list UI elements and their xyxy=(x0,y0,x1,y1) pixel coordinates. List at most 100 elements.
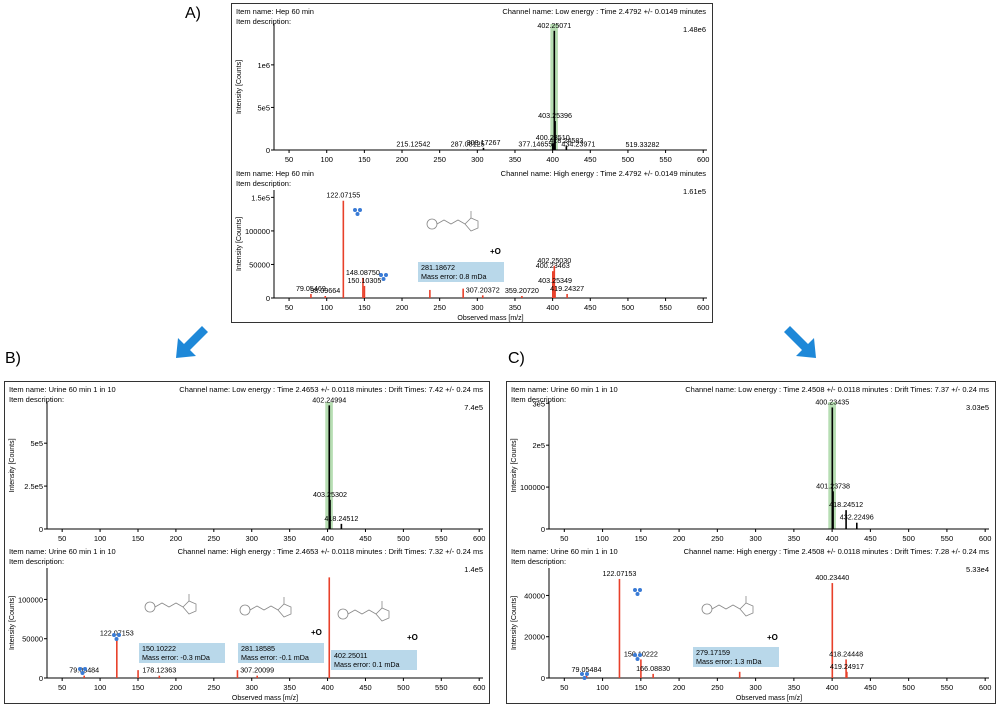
y-axis-label: Intensity [Counts] xyxy=(9,596,16,650)
y-tick-label: 1e6 xyxy=(257,61,270,70)
peak-label: 418.24512 xyxy=(829,500,863,509)
chain xyxy=(154,602,184,608)
y-axis-label: Intensity [Counts] xyxy=(511,596,518,650)
peak-label: 401.23738 xyxy=(816,481,850,490)
molecule-structure-icon xyxy=(337,601,390,622)
fragment-dot xyxy=(114,637,119,641)
peak-label: 307.20099 xyxy=(240,666,274,675)
item-name: Item name: Urine 60 min 1 in 10 xyxy=(511,547,618,556)
y-tick-label: 1.5e5 xyxy=(251,193,270,202)
x-tick-label: 500 xyxy=(397,683,410,692)
x-tick-label: 600 xyxy=(979,683,992,692)
molecule-structure-icon xyxy=(426,211,479,232)
x-tick-label: 100 xyxy=(320,155,333,164)
x-tick-label: 300 xyxy=(749,683,762,692)
x-tick-label: 500 xyxy=(622,303,635,312)
y-axis-label: Intensity [Counts] xyxy=(9,438,16,492)
fragment-dot xyxy=(384,273,388,277)
fragment-structure-icon xyxy=(633,653,642,661)
x-tick-label: 350 xyxy=(283,683,296,692)
x-tick-label: 500 xyxy=(902,534,915,543)
item-name: Item name: Urine 60 min 1 in 10 xyxy=(511,385,618,394)
item-description: Item description: xyxy=(236,179,291,188)
x-tick-label: 50 xyxy=(58,683,66,692)
x-tick-label: 400 xyxy=(826,534,839,543)
peak-label: 79.05469 xyxy=(296,284,326,293)
ring2 xyxy=(464,217,479,232)
callout-mass-error: Mass error: -0.3 mDa xyxy=(142,653,210,662)
callout-mass-error: Mass error: 1.3 mDa xyxy=(696,657,762,666)
item-name: Item name: Urine 60 min 1 in 10 xyxy=(9,547,116,556)
x-tick-label: 450 xyxy=(864,683,877,692)
x-tick-label: 550 xyxy=(659,155,672,164)
y-tick-label: 100000 xyxy=(245,227,270,236)
arrow-to-b-icon xyxy=(176,326,208,358)
peak-label: 287.08125 xyxy=(451,139,485,148)
channel-name: Channel name: Low energy : Time 2.4792 +… xyxy=(502,7,706,16)
x-tick-label: 450 xyxy=(584,303,597,312)
fragment-dot xyxy=(112,633,116,637)
x-tick-label: 100 xyxy=(94,534,107,543)
fragment-structure-icon xyxy=(78,667,87,675)
peak-label: 418.24512 xyxy=(324,514,358,523)
oxidation-label: +O xyxy=(767,633,778,642)
peak-label: 308.17267 xyxy=(466,138,500,147)
y-tick-label: 2e5 xyxy=(532,441,545,450)
ring xyxy=(701,603,713,615)
max-intensity-label: 7.4e5 xyxy=(464,403,483,412)
peak-label: 150.10305 xyxy=(347,276,381,285)
fragment-structure-icon xyxy=(112,633,121,641)
peak-label: 98.09664 xyxy=(310,286,340,295)
x-tick-label: 100 xyxy=(596,534,609,543)
x-tick-label: 200 xyxy=(170,534,183,543)
callout-mass: 281.18672 xyxy=(421,263,455,272)
peak-label: 178.12363 xyxy=(142,666,176,675)
callout-mass-error: Mass error: 0.1 mDa xyxy=(334,660,400,669)
oxidation-label: +O xyxy=(311,628,322,637)
arrow-to-c-icon xyxy=(784,326,816,358)
max-intensity-label: 5.33e4 xyxy=(966,565,989,574)
ring xyxy=(144,601,156,613)
y-tick-label: 40000 xyxy=(524,591,545,600)
mass-callout-box xyxy=(331,650,417,670)
fragment-dot xyxy=(379,273,383,277)
peak-label: 122.07153 xyxy=(602,569,636,578)
fragment-dot xyxy=(355,212,360,216)
callout-mass-error: Mass error: -0.1 mDa xyxy=(241,653,309,662)
fragment-dot xyxy=(638,653,642,657)
y-tick-label: 0 xyxy=(39,674,43,683)
peak-label: 402.24994 xyxy=(312,395,346,404)
peak-label: 122.07155 xyxy=(326,191,360,200)
peak-label: 403.25396 xyxy=(538,111,572,120)
mass-callout-box xyxy=(238,643,324,663)
x-tick-label: 150 xyxy=(132,683,145,692)
item-description: Item description: xyxy=(236,17,291,26)
x-tick-label: 50 xyxy=(285,303,293,312)
peak-label: 166.08830 xyxy=(636,664,670,673)
x-tick-label: 300 xyxy=(245,683,258,692)
x-tick-label: 450 xyxy=(359,683,372,692)
item-description: Item description: xyxy=(511,395,566,404)
max-intensity-label: 1.61e5 xyxy=(683,187,706,196)
x-tick-label: 250 xyxy=(433,303,446,312)
y-tick-label: 0 xyxy=(541,525,545,534)
x-tick-label: 150 xyxy=(358,303,371,312)
x-tick-label: 50 xyxy=(285,155,293,164)
peak-label: 400.23510 xyxy=(536,133,570,142)
x-tick-label: 350 xyxy=(788,534,801,543)
y-axis-label: Intensity [Counts] xyxy=(236,217,243,271)
ring xyxy=(426,218,438,230)
x-tick-label: 150 xyxy=(635,683,648,692)
item-name: Item name: Hep 60 min xyxy=(236,7,314,16)
y-tick-label: 20000 xyxy=(524,633,545,642)
oxidation-label: +O xyxy=(407,633,418,642)
peak-label: 418.24448 xyxy=(829,649,863,658)
molecule-structure-icon xyxy=(144,594,197,615)
x-tick-label: 600 xyxy=(473,683,486,692)
y-tick-label: 2.5e5 xyxy=(24,482,43,491)
y-tick-label: 100000 xyxy=(18,595,43,604)
